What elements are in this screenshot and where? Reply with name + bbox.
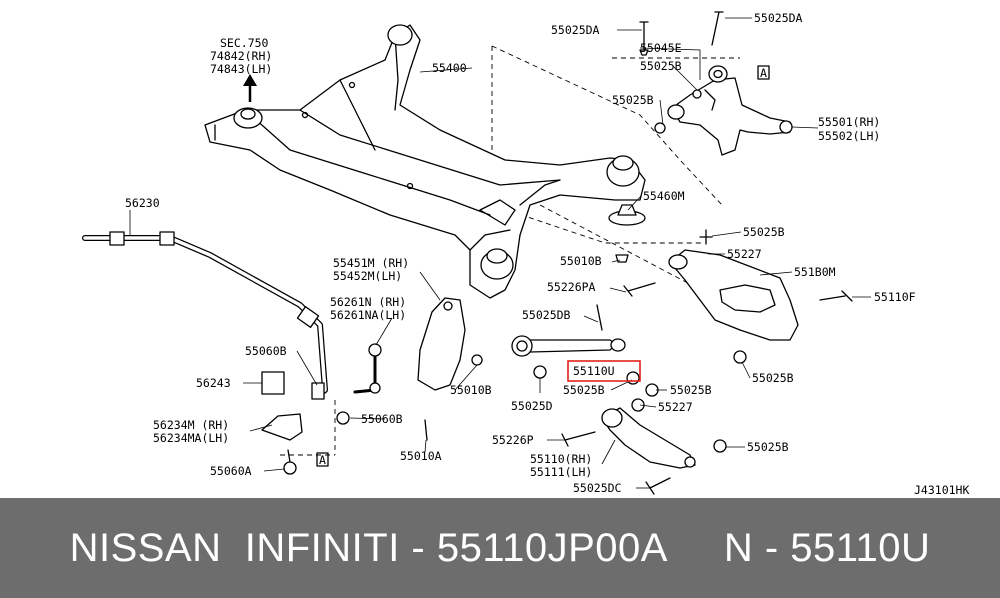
callout-label: 55452M(LH): [333, 269, 402, 283]
diagram-ref-code: J43101HK: [914, 483, 969, 497]
callout-label: 55010A: [400, 449, 442, 463]
callout-label: 55025B: [743, 225, 785, 239]
callout-label: 55110F: [874, 290, 916, 304]
lower-spring-arm: [668, 229, 853, 364]
sec-ref-line: 74842(RH): [210, 49, 272, 63]
stabilizer-bar: [82, 231, 328, 475]
callout-label: 55025DB: [522, 308, 571, 322]
view-marker-label: A: [760, 66, 767, 80]
callout-label: 55226P: [492, 433, 534, 447]
arrow-head-icon: [243, 74, 257, 86]
lower-link-55110: [561, 383, 727, 495]
callout-label: 55451M (RH): [333, 256, 409, 270]
callout-label: 55460M: [643, 189, 685, 203]
callout-label: 55025B: [612, 93, 654, 107]
callout-label: 55502(LH): [818, 129, 880, 143]
callout-label-highlighted: 55110U: [573, 364, 615, 378]
callout-label: 55501(RH): [818, 115, 880, 129]
diagram-canvas: A A SEC.750 74842(RH) 74843(LH) 55400 55…: [82, 11, 969, 497]
view-marker-label-2: A: [319, 453, 326, 467]
callout-label: 55025D: [511, 399, 553, 413]
footer-bar: NISSAN INFINITI - 55110JP00A N - 55110U: [0, 498, 1000, 598]
leader-lines: [129, 17, 871, 489]
highlight-box: [567, 360, 641, 382]
callout-label: 55111(LH): [530, 465, 592, 479]
callout-label: 55400: [432, 61, 467, 75]
callout-label: 55025DA: [754, 11, 803, 25]
callout-label: 55025B: [670, 383, 712, 397]
bump-stopper: [608, 204, 646, 263]
callout-label: 55025B: [747, 440, 789, 454]
rear-subframe: [204, 24, 646, 299]
callout-label: 55227: [658, 400, 693, 414]
stabilizer-link-rod: [336, 343, 382, 425]
sec-ref-title: SEC.750: [220, 36, 269, 50]
callout-label: 55010B: [560, 254, 602, 268]
callout-label: 55110(RH): [530, 452, 592, 466]
callout-label: 55227: [727, 247, 762, 261]
callout-label: 56230: [125, 196, 160, 210]
callout-label: 55010B: [450, 383, 492, 397]
knuckle-bracket: [417, 297, 483, 441]
section-reference: SEC.750 74842(RH) 74843(LH): [210, 36, 272, 76]
callout-label: 55060A: [210, 464, 252, 478]
callout-label: 551B0M: [794, 265, 836, 279]
callout-label: 56261NA(LH): [330, 308, 406, 322]
callout-label: 55025DA: [551, 23, 600, 37]
callout-label: 55060B: [245, 344, 287, 358]
upper-arm-dash-outline: [491, 45, 740, 244]
upper-link-arm: [667, 65, 793, 156]
callout-label: 56261N (RH): [330, 295, 406, 309]
callout-label: 55025B: [752, 371, 794, 385]
part-number-caption: NISSAN INFINITI - 55110JP00A N - 55110U: [69, 525, 931, 570]
upper-bolts: [639, 11, 724, 134]
toe-link-55110u: [511, 304, 640, 385]
callout-label: 55025B: [563, 383, 605, 397]
parts-diagram: A A SEC.750 74842(RH) 74843(LH) 55400 55…: [82, 11, 969, 497]
view-marker-box-2: [316, 452, 329, 467]
callouts: 55400 55025DA 55025DA 55045E 55025B 5502…: [125, 11, 916, 495]
bolt-55226pa: [623, 282, 656, 297]
callout-label: 55025DC: [573, 481, 622, 495]
callout-label: 55045E: [640, 41, 682, 55]
callout-label: 55226PA: [547, 280, 596, 294]
callout-label: 56243: [196, 376, 231, 390]
callout-label: 55060B: [361, 412, 403, 426]
sec-ref-line: 74843(LH): [210, 62, 272, 76]
callout-label: 55025B: [640, 59, 682, 73]
callout-label: 56234MA(LH): [153, 431, 229, 445]
callout-label: 56234M (RH): [153, 418, 229, 432]
view-marker-box: [757, 65, 770, 80]
